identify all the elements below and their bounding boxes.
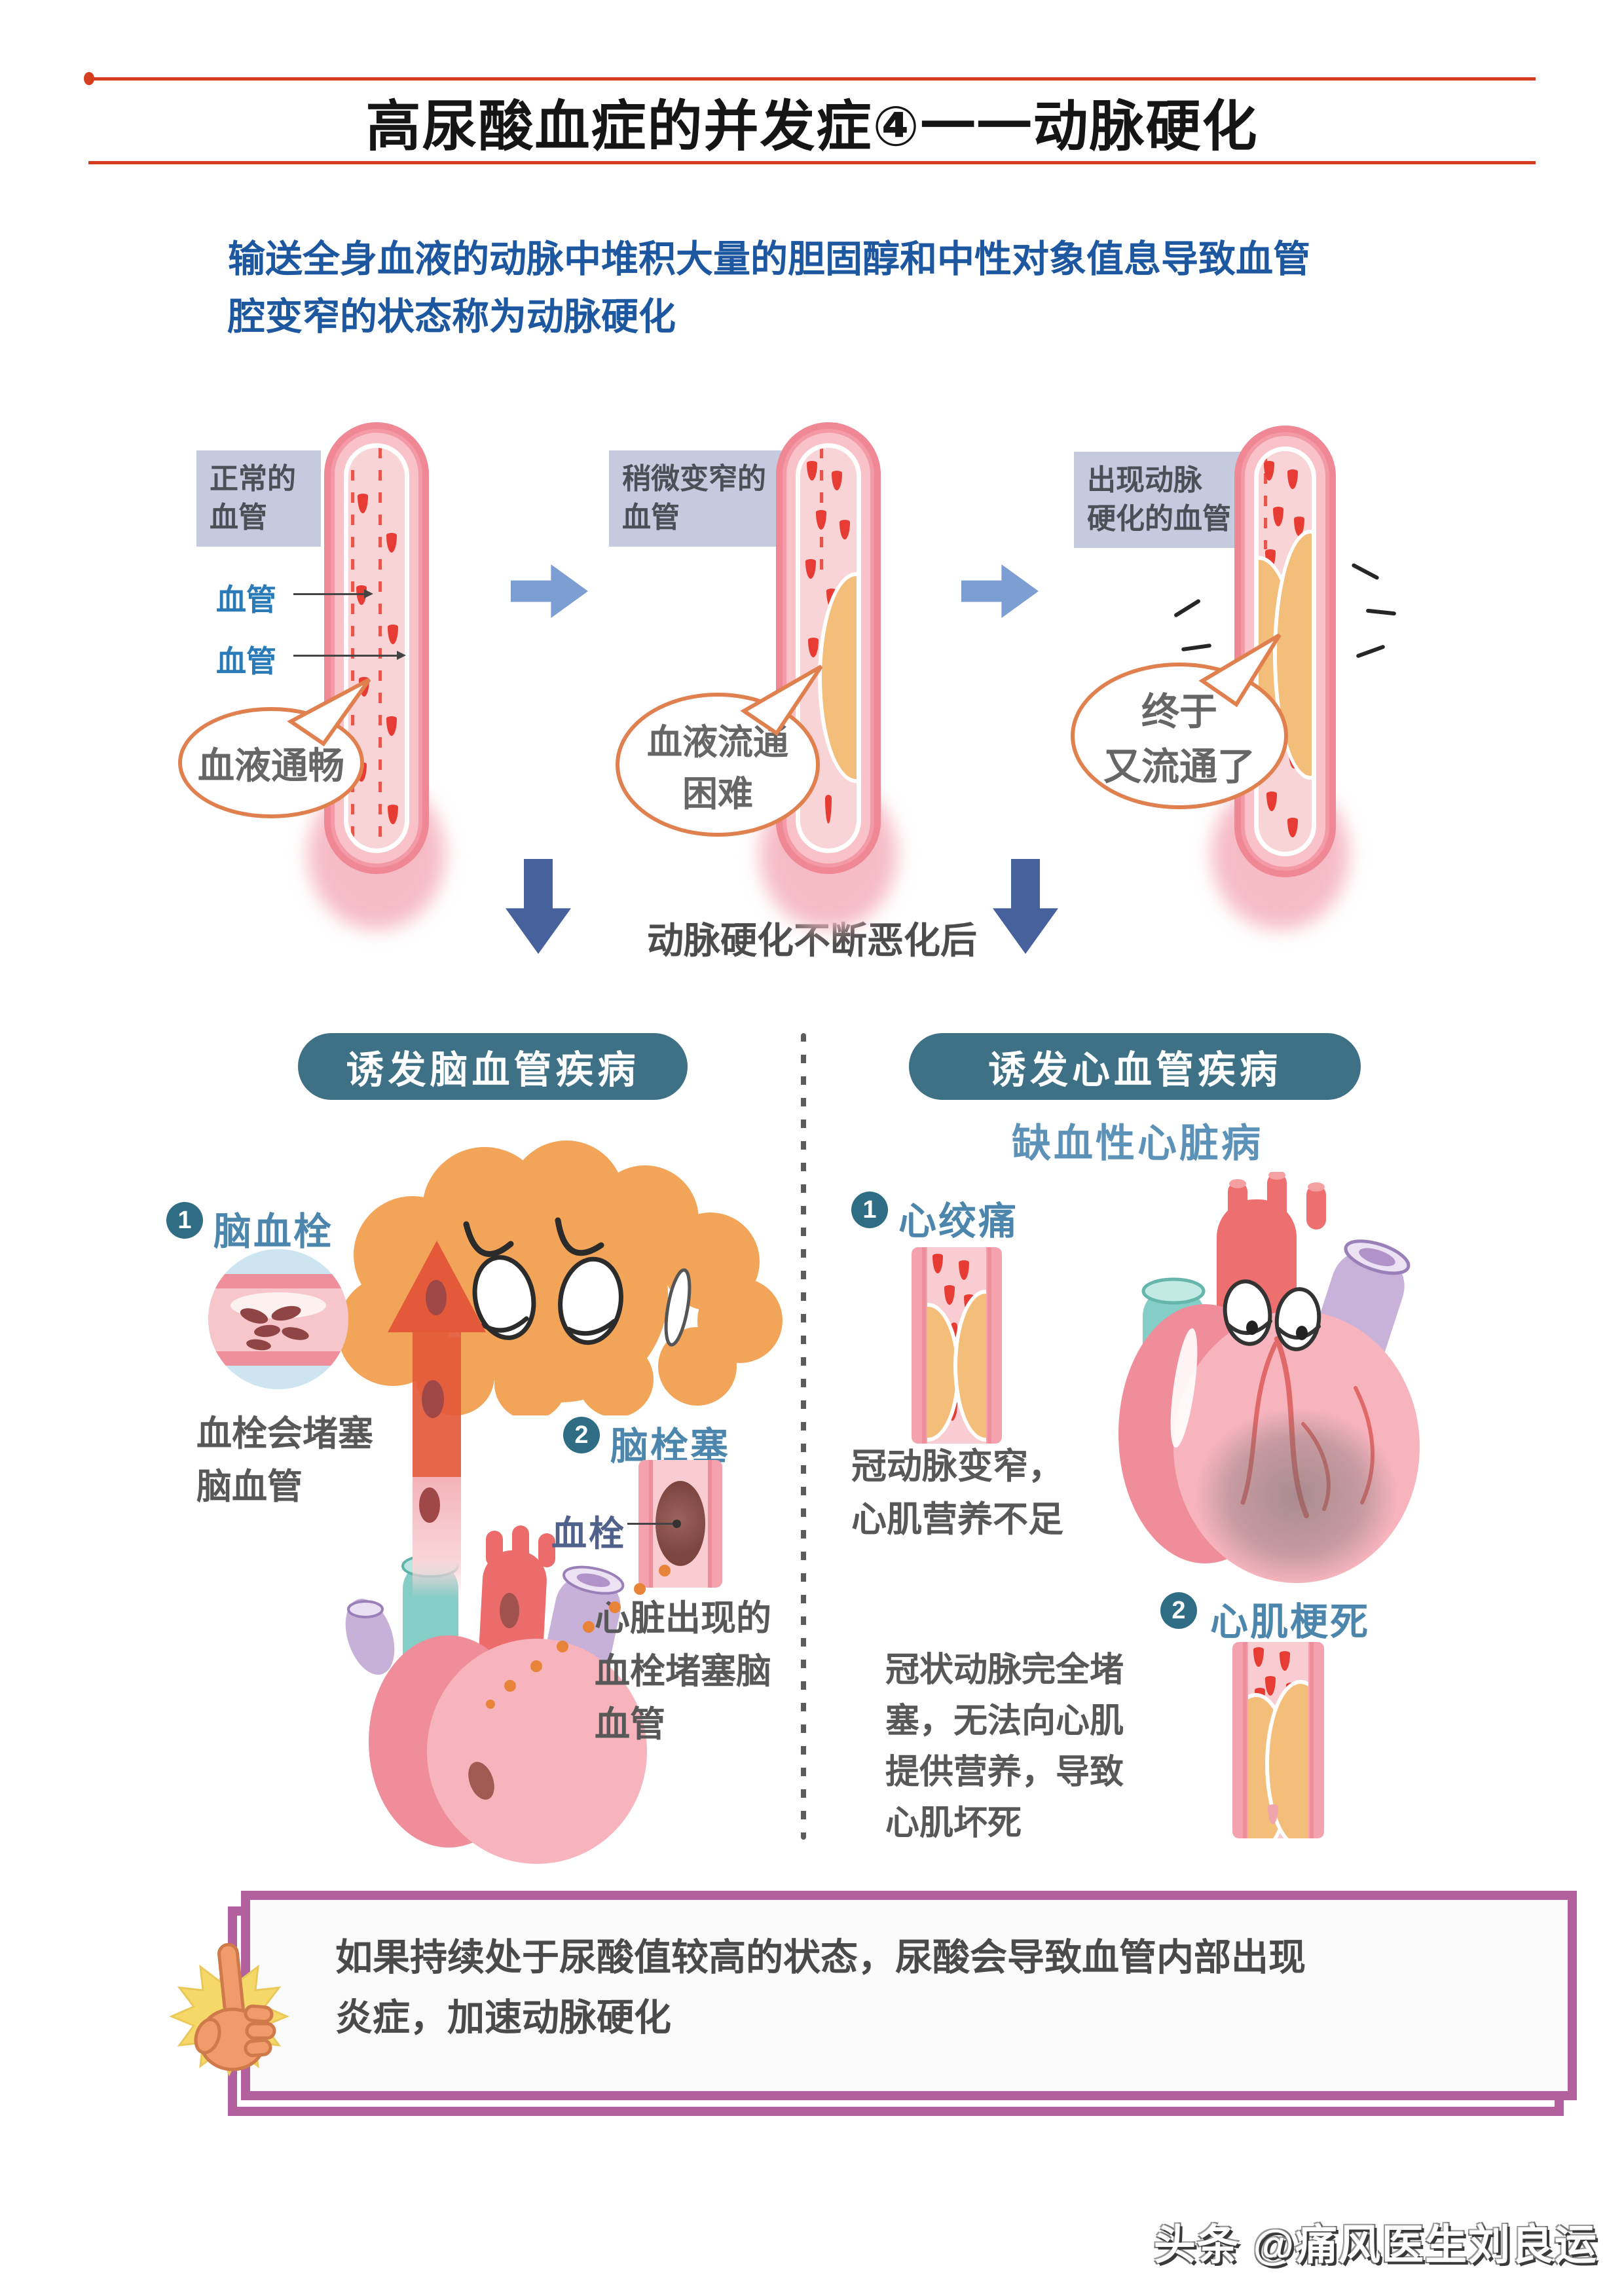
item-number-badge: 2 [563, 1417, 600, 1453]
dotted-path [583, 1621, 595, 1633]
blocked-coronary-inset [1232, 1642, 1324, 1838]
right-panel-header: 诱发心血管疾病 [909, 1033, 1361, 1100]
brain-illustration [337, 1140, 783, 1415]
top-rule-dot [84, 72, 94, 85]
bubble-tail-icon [1198, 633, 1282, 708]
dotted-path [634, 1583, 646, 1595]
narrowed-vessel-inset [912, 1247, 1002, 1444]
vessel3-label: 出现动脉 硬化的血管 [1074, 452, 1247, 548]
right-item1-label: 心绞痛 [898, 1200, 1019, 1243]
panel-divider [801, 1033, 806, 1840]
right-item2-label: 心肌梗死 [1210, 1601, 1371, 1643]
footer-note: 如果持续处于尿酸值较高的状态，尿酸会导致血管内部出现 炎症，加速动脉硬化 [335, 1937, 1306, 2039]
annotation-line-icon [627, 1520, 681, 1528]
vessel2-illustration [776, 422, 881, 874]
vessel1-illustration [324, 422, 429, 874]
top-rule [88, 77, 1536, 81]
item-number-badge: 1 [851, 1192, 888, 1228]
vessel1-annotation-2: 血管 [216, 644, 276, 678]
right-arrow-icon [511, 564, 588, 618]
vessel2-label: 稍微变窄的 血管 [609, 450, 789, 547]
right-arrow-icon [961, 564, 1039, 618]
dotted-path [486, 1700, 495, 1709]
blocked-vessel-inset [208, 1249, 348, 1389]
dotted-path [609, 1601, 621, 1613]
dotted-path [557, 1641, 568, 1652]
vessel1-speech-bubble: 血液通畅 [178, 707, 364, 818]
left-item1-caption: 血栓会堵塞 脑血管 [196, 1414, 373, 1506]
right-panel-subtitle: 缺血性心脏病 [1012, 1121, 1263, 1165]
right-item1-caption: 冠动脉变窄， 心肌营养不足 [851, 1447, 1063, 1539]
bottom-rule [88, 161, 1536, 164]
item-number-badge: 2 [1160, 1592, 1197, 1629]
left-item1-label: 脑血栓 [213, 1211, 334, 1253]
item-number-badge: 1 [166, 1202, 203, 1239]
watermark: 头条 @痛风医生刘良运 [1153, 2221, 1598, 2269]
heart-illustration-face [1118, 1172, 1420, 1584]
emphasis-dash-icon [1351, 562, 1380, 581]
bubble-tail-icon [287, 678, 371, 747]
emphasis-dash-icon [1173, 598, 1202, 618]
dotted-path [659, 1565, 671, 1576]
vessel3-speech-bubble: 终于 又流通了 [1071, 663, 1288, 809]
dotted-path [530, 1660, 542, 1672]
vessel2-speech-bubble: 血液流通 困难 [616, 693, 820, 837]
left-panel-header: 诱发脑血管疾病 [298, 1033, 688, 1100]
annotation-arrow-icon [293, 651, 406, 660]
vessel1-annotation-1: 血管 [216, 583, 276, 617]
emphasis-dash-icon [1356, 644, 1386, 659]
intro-text: 输送全身血液的动脉中堆积大量的胆固醇和中性对象值息导致血管 腔变窄的状态称为动脉… [228, 238, 1310, 338]
clot [419, 1487, 440, 1523]
annotation-arrow-icon [293, 589, 373, 598]
vessel3-lumen [1254, 446, 1316, 856]
clot [422, 1380, 444, 1418]
emphasis-dash-icon [1365, 608, 1397, 616]
vessel1-label: 正常的 血管 [196, 450, 321, 547]
right-item2-caption: 冠状动脉完全堵 塞，无法向心肌 提供营养，导致 心肌坏死 [885, 1651, 1124, 1842]
heart-illustration [345, 1525, 647, 1864]
page-title: 高尿酸血症的并发症④一一动脉硬化 [365, 96, 1259, 157]
left-item2-caption: 心脏出现的 血栓堵塞脑 血管 [595, 1599, 771, 1744]
vessel1-lumen [344, 443, 409, 853]
bubble-tail-icon [740, 665, 823, 737]
thrombus-pointer-label: 血栓 [551, 1514, 626, 1554]
dotted-path [504, 1680, 516, 1692]
clot [426, 1280, 447, 1315]
pointing-hand-icon [169, 1942, 289, 2077]
vessel2-lumen [796, 443, 861, 853]
